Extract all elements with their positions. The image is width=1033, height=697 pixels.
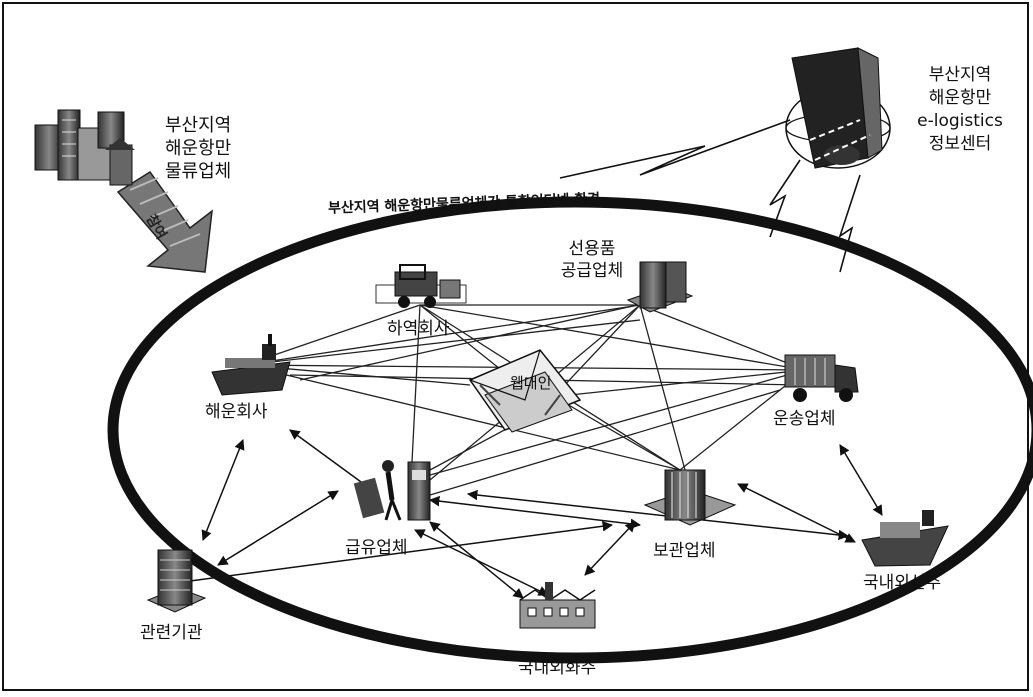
busan-logistics-line-1: 부산지역	[165, 115, 232, 136]
info-center-line-3: e-logistics	[917, 111, 1003, 131]
integration-ring	[107, 196, 1033, 664]
busan-logistics-line-3: 물류업체	[165, 161, 232, 182]
info-center-label: 부산지역 해운항만 e-logistics 정보센터	[900, 64, 1020, 156]
web-edi-label: 웹대인	[510, 374, 552, 392]
agency-building-icon	[146, 549, 207, 613]
warehouse-icon	[643, 469, 737, 526]
shippers-label: 국내외화주	[518, 658, 597, 678]
exchange-arrows	[173, 429, 883, 599]
supply-building-icon	[626, 261, 694, 313]
busan-logistics-line-2: 해운항만	[165, 138, 232, 159]
ship-supply-line-1: 선용품	[568, 239, 616, 259]
wireless-links	[559, 119, 861, 273]
factory-icon	[519, 582, 596, 629]
fueling-label: 급유업체	[345, 538, 408, 558]
shipowners-label: 국내외선주	[863, 573, 942, 593]
shipping-label: 해운회사	[205, 402, 268, 422]
busan-logistics-label: 부산지역 해운항만 물류업체	[165, 114, 231, 183]
stevedoring-label: 하역회사	[387, 319, 450, 339]
fuel-pump-icon	[353, 460, 431, 521]
info-center-tower-icon	[785, 47, 891, 169]
ship-supply-line-2: 공급업체	[560, 261, 624, 281]
transport-label: 운송업체	[773, 409, 836, 429]
forklift-icon	[375, 264, 467, 308]
info-center-line-1: 부산지역	[928, 65, 992, 85]
truck-icon	[784, 354, 859, 402]
participation-arrow	[116, 170, 213, 273]
cargo-ship-icon	[861, 510, 949, 567]
web-edi-documents-icon	[468, 349, 582, 433]
info-center-line-2: 해운항만	[928, 88, 992, 108]
storage-label: 보관업체	[653, 541, 716, 561]
ship-supply-label: 선용품 공급업체	[552, 238, 632, 282]
container-ship-icon	[211, 334, 291, 396]
agencies-label: 관련기관	[140, 623, 203, 643]
city-buildings-icon	[34, 109, 135, 186]
info-center-line-4: 정보센터	[928, 134, 992, 154]
